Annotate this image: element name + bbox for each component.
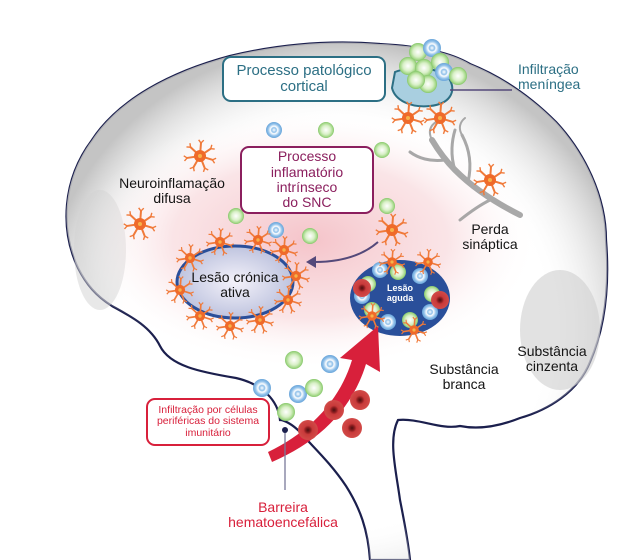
cortical-process-box: Processo patológico cortical — [222, 56, 386, 102]
diffuse-neuroinflammation-label: Neuroinflamação difusa — [112, 175, 232, 207]
green-lymphocyte-icon — [379, 198, 395, 214]
blue-lymphocyte-icon — [321, 355, 339, 373]
microglia-icon — [375, 213, 409, 247]
blue-lymphocyte-icon — [435, 63, 453, 81]
microglia-icon — [269, 235, 298, 264]
intrinsic-line1: Processo — [277, 148, 337, 165]
acute-to-chronic-arrow — [313, 241, 379, 263]
peripheral-line3: imunitário — [185, 426, 231, 439]
acute-line2: aguda — [386, 292, 414, 303]
diffuse-line2: difusa — [153, 190, 191, 207]
white-matter-label: Substância branca — [424, 361, 504, 393]
red-blood-cell-icon — [350, 390, 370, 410]
green-lymphocyte-icon — [374, 142, 390, 158]
grey-matter-line2: cinzenta — [525, 358, 579, 375]
microglia-icon — [378, 248, 406, 275]
blue-lymphocyte-icon — [372, 262, 388, 278]
peripheral-line2: periféricas do sistema — [156, 415, 260, 428]
microglia-icon — [175, 243, 204, 272]
meningeal-infiltration-label: Infiltração meníngea — [518, 61, 581, 93]
acute-line1: Lesão — [386, 283, 413, 293]
blue-lymphocyte-icon — [380, 314, 396, 330]
microglia-icon — [273, 285, 302, 314]
synaptic-loss-label: Perda sináptica — [452, 221, 528, 253]
white-matter-line1: Substância — [429, 361, 499, 377]
grey-matter-patch — [520, 270, 600, 390]
meningeal-line2: meníngea — [518, 76, 581, 93]
chronic-line2: ativa — [220, 284, 250, 301]
blue-lymphocyte-icon — [423, 39, 441, 57]
white-matter-line2: branca — [442, 376, 486, 393]
microglia-icon — [123, 207, 157, 241]
microglia-icon — [281, 261, 310, 290]
microglia-icon — [473, 163, 507, 197]
microglia-icon — [215, 311, 244, 340]
microglia-icon — [245, 305, 274, 334]
chronic-line1: Lesão crónica — [191, 269, 279, 285]
infiltration-arrow — [268, 326, 380, 462]
green-lymphocyte-icon — [399, 57, 417, 75]
bbb-label: Barreira hematoencefálica — [218, 499, 348, 531]
intrinsic-line2: inflamatório — [270, 163, 344, 180]
microglia-icon — [423, 101, 457, 135]
grey-matter-line1: Substância — [517, 343, 587, 359]
cortical-process-line1: Processo patológico — [236, 61, 372, 79]
bbb-line1: Barreira — [258, 499, 308, 515]
acute-lesion-label: Lesão aguda — [380, 283, 420, 304]
microglia-icon — [243, 225, 272, 254]
synaptic-line1: Perda — [471, 221, 509, 237]
green-lymphocyte-icon — [305, 379, 323, 397]
dendrite-icon — [408, 117, 523, 222]
diffuse-line1: Neuroinflamação — [119, 175, 225, 191]
red-blood-cell-icon — [342, 418, 362, 438]
grey-matter-label: Substância cinzenta — [512, 343, 592, 375]
microglia-icon — [185, 301, 214, 330]
bbb-line2: hematoencefálica — [228, 514, 338, 531]
green-lymphocyte-icon — [285, 351, 303, 369]
green-lymphocyte-icon — [409, 43, 427, 61]
peripheral-line1: Infiltração por células — [158, 403, 258, 416]
blue-lymphocyte-icon — [268, 222, 284, 238]
synaptic-line2: sináptica — [462, 236, 518, 253]
red-blood-cell-icon — [298, 420, 318, 440]
cortical-process-line2: cortical — [280, 78, 328, 95]
chronic-lesion-label: Lesão crónica ativa — [185, 269, 285, 301]
meningeal-line1: Infiltração — [518, 61, 579, 77]
microglia-icon — [358, 302, 386, 329]
blue-lymphocyte-icon — [266, 122, 282, 138]
red-blood-cell-icon — [324, 400, 344, 420]
green-lymphocyte-icon — [449, 67, 467, 85]
microglia-icon — [400, 316, 428, 343]
green-lymphocyte-icon — [302, 228, 318, 244]
green-lymphocyte-icon — [277, 403, 295, 421]
intrinsic-line4: do SNC — [282, 194, 332, 211]
microglia-icon — [414, 248, 442, 275]
green-lymphocyte-icon — [318, 122, 334, 138]
intrinsic-line3: intrínseco — [276, 179, 338, 195]
green-lymphocyte-icon — [407, 71, 425, 89]
green-lymphocyte-icon — [228, 208, 244, 224]
red-blood-cell-icon — [353, 279, 371, 297]
blue-lymphocyte-icon — [412, 268, 428, 284]
microglia-icon — [165, 275, 194, 304]
microglia-icon — [391, 101, 425, 135]
microglia-icon — [205, 227, 234, 256]
intrinsic-inflammatory-box: Processo inflamatório intrínseco do SNC — [240, 146, 374, 214]
microglia-icon — [183, 139, 217, 173]
peripheral-infiltration-box: Infiltração por células periféricas do s… — [146, 398, 270, 446]
bbb-point — [282, 427, 288, 433]
blue-lymphocyte-icon — [422, 304, 438, 320]
blue-lymphocyte-icon — [289, 385, 307, 403]
red-blood-cell-icon — [431, 291, 449, 309]
blue-lymphocyte-icon — [253, 379, 271, 397]
